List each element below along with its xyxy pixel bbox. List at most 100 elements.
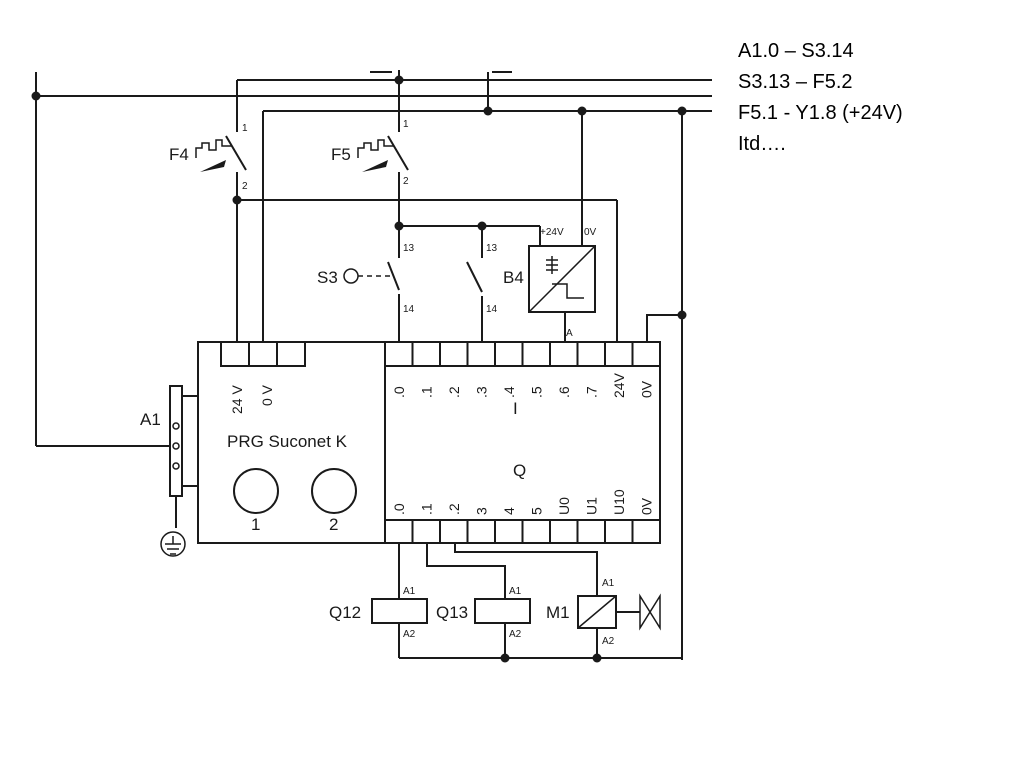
- note-line-2: S3.13 – F5.2: [738, 71, 853, 93]
- input-pin-label: .2: [446, 386, 462, 398]
- a1-label: A1: [140, 410, 161, 429]
- f5-label: F5: [331, 145, 351, 164]
- q13-pin-a1: A1: [509, 586, 522, 597]
- input-label: I: [513, 399, 518, 418]
- input-terminal: [631, 341, 661, 367]
- m1-diagonal: [577, 595, 617, 629]
- breaker-contact: [387, 135, 409, 171]
- controller-prg-suconet-k: 24 V 0 V PRG Suconet K 1 2 I Q .0.1.2.3.…: [197, 341, 661, 544]
- q13-coil: [474, 598, 531, 624]
- s3-pin-13: 13: [403, 243, 415, 254]
- b4-label: B4: [503, 268, 524, 287]
- button-2[interactable]: [311, 468, 357, 514]
- wire-q1: [426, 543, 506, 598]
- sensor-b4: B4 +24V 0V A: [503, 111, 597, 342]
- s3-pin-14: 14: [403, 304, 415, 315]
- output-terminal: [576, 519, 606, 544]
- input-pin-label: .5: [529, 386, 545, 398]
- junction-dot: [31, 91, 41, 101]
- input-terminal: [384, 341, 414, 367]
- note-line-1: A1.0 – S3.14: [738, 40, 854, 62]
- q12-label: Q12: [329, 603, 361, 622]
- breaker-f4: F4 1 2: [169, 80, 248, 205]
- supply-24v-label: 24 V: [229, 385, 245, 414]
- trip-arrow: [200, 160, 226, 172]
- m1-pin-a2: A2: [602, 636, 615, 647]
- output-pin-label: .1: [419, 503, 435, 515]
- output-terminal: [411, 519, 441, 544]
- b4-plus-24v: +24V: [540, 227, 564, 238]
- button-1[interactable]: [233, 468, 279, 514]
- a1-plug: [181, 395, 199, 487]
- wire-q2: [454, 543, 598, 596]
- input-pin-label: .1: [419, 386, 435, 398]
- switch-s3: S3 13 14: [317, 226, 415, 342]
- b4-output-symbol: [552, 283, 584, 299]
- input-pin-label: .0: [391, 386, 407, 398]
- b4-pin-a: A: [566, 328, 573, 339]
- f5-pin-2: 2: [403, 176, 409, 187]
- output-terminal: [494, 519, 524, 544]
- thermal-trip-symbol: [195, 139, 232, 158]
- input-terminal: [439, 341, 469, 367]
- a1-pin: [172, 422, 180, 430]
- switch-contact: [387, 261, 400, 291]
- valve-m1: M1 A1 A2: [546, 578, 661, 658]
- q13-pin-a2: A2: [509, 629, 522, 640]
- a1-pin: [172, 442, 180, 450]
- q12-pin-a2: A2: [403, 629, 416, 640]
- connector-a1: A1: [140, 385, 199, 557]
- supply-0v-label: 0 V: [259, 384, 275, 406]
- input-pin-label: .3: [474, 386, 490, 398]
- power-rails: [31, 70, 712, 447]
- button-1-label: 1: [251, 515, 260, 534]
- output-pin-label: 3: [474, 507, 490, 515]
- input-pin-label: 24V: [611, 372, 627, 398]
- q13-label: Q13: [436, 603, 468, 622]
- contact-2: 13 14: [466, 226, 498, 342]
- q12-coil: [371, 598, 428, 624]
- contact-pin-14: 14: [486, 304, 498, 315]
- f5-pin-1: 1: [403, 119, 409, 130]
- note-line-4: Itd….: [738, 133, 786, 155]
- output-label: Q: [513, 461, 526, 480]
- earth-symbol: [165, 536, 181, 555]
- output-pin-label: U0: [556, 497, 572, 515]
- b4-0v: 0V: [584, 227, 597, 238]
- relay-q12: Q12 A1 A2: [329, 586, 428, 640]
- controller-outline: [197, 341, 661, 544]
- input-terminal: [549, 341, 579, 367]
- output-terminal: [549, 519, 579, 544]
- input-pin-label: .4: [501, 386, 517, 398]
- output-wiring: [398, 543, 682, 663]
- output-terminal: [631, 519, 661, 544]
- input-pin-label: 0V: [639, 380, 655, 398]
- pushbutton-symbol: [343, 268, 359, 284]
- m1-pin-a1: A1: [602, 578, 615, 589]
- input-terminal: [466, 341, 496, 367]
- b4-diagonal: [528, 245, 596, 313]
- thermal-trip-symbol: [357, 139, 394, 158]
- trip-arrow: [362, 160, 388, 172]
- controller-name: PRG Suconet K: [227, 432, 348, 451]
- f4-pin-1: 1: [242, 123, 248, 134]
- contact-pin-13: 13: [486, 243, 498, 254]
- input-terminal: [604, 341, 634, 367]
- breaker-f5: F5 1 2: [331, 80, 409, 231]
- output-terminal: [384, 519, 414, 544]
- f4-label: F4: [169, 145, 189, 164]
- b4-sensor-icon: [546, 256, 558, 274]
- output-pin-label: 4: [501, 507, 517, 515]
- input-terminal: [521, 341, 551, 367]
- switch-contact: [466, 261, 483, 293]
- q12-pin-a1: A1: [403, 586, 416, 597]
- output-terminal: [466, 519, 496, 544]
- note-line-3: F5.1 - Y1.8 (+24V): [738, 102, 903, 124]
- input-pin-label: .6: [556, 386, 572, 398]
- output-pin-label: U10: [611, 489, 627, 515]
- output-pin-label: U1: [584, 497, 600, 515]
- wire-0v-to-plc: [646, 314, 682, 342]
